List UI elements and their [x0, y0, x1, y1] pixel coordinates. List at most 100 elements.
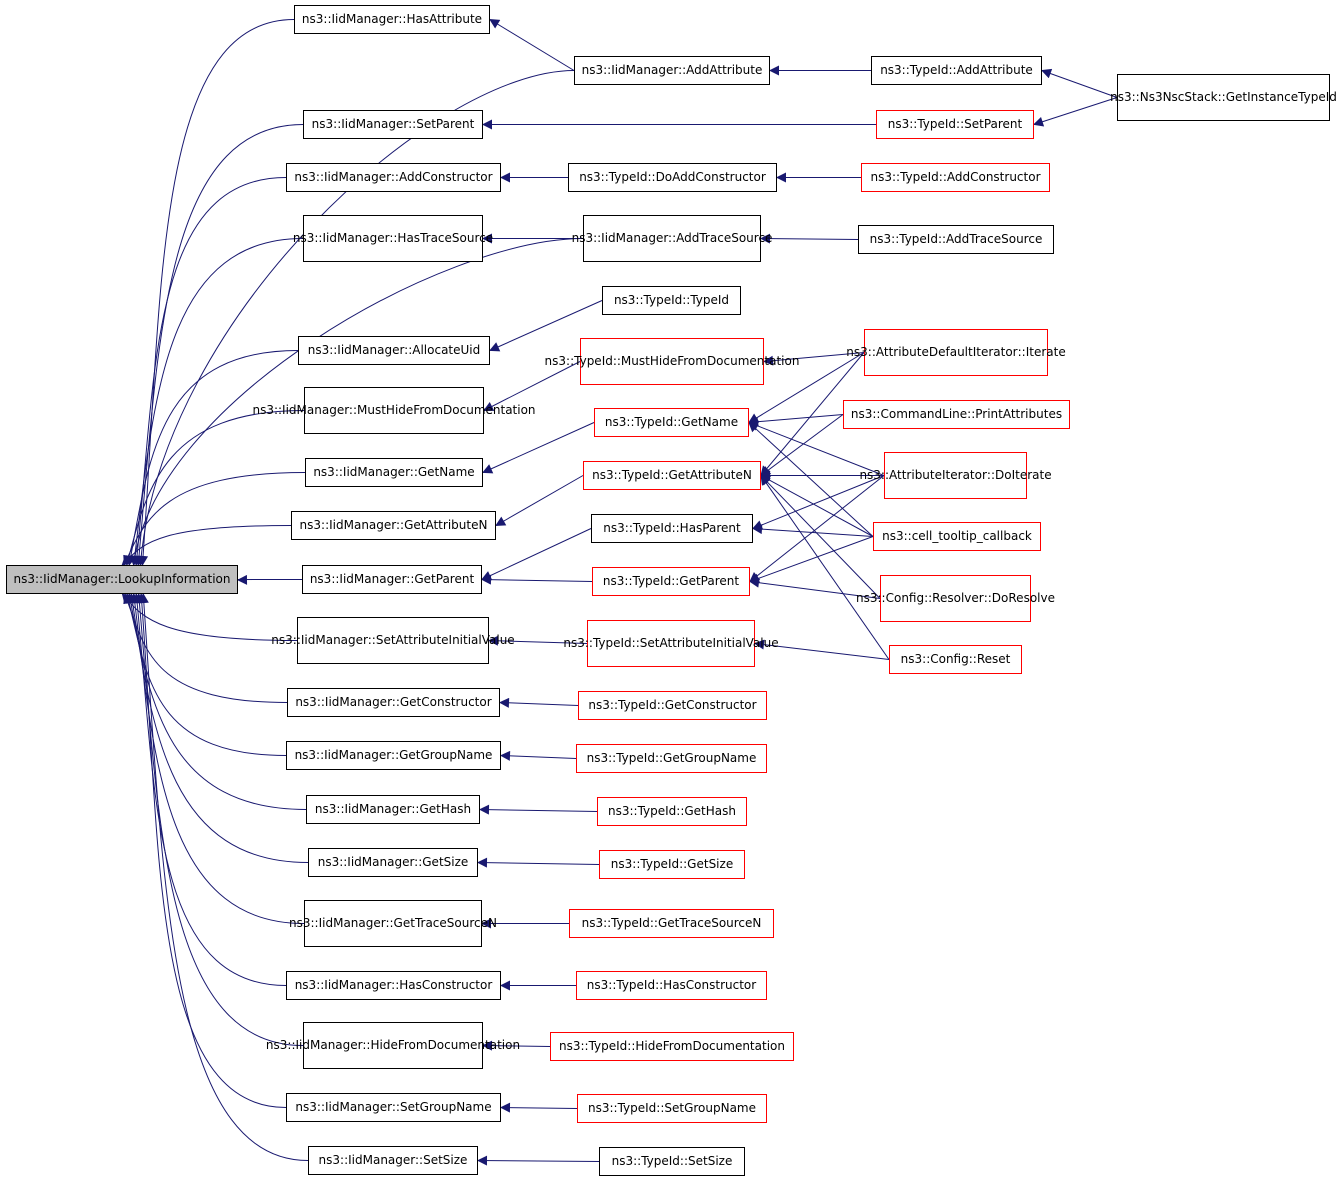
call-edge — [123, 472, 306, 566]
node-iid-add-attribute[interactable]: ns3::IidManager::AddAttribute — [574, 56, 770, 85]
node-iid-get-parent[interactable]: ns3::IidManager::GetParent — [302, 565, 482, 594]
node-typeid-get-constructor[interactable]: ns3::TypeId::GetConstructor — [578, 691, 767, 720]
call-edge — [495, 475, 584, 526]
call-edge — [760, 352, 865, 477]
call-edge — [129, 593, 305, 924]
node-typeid-set-parent[interactable]: ns3::TypeId::SetParent — [876, 110, 1034, 139]
node-typeid-get-hash[interactable]: ns3::TypeId::GetHash — [597, 797, 747, 826]
node-iid-get-hash[interactable]: ns3::IidManager::GetHash — [306, 795, 480, 824]
node-commandline-print-attributes[interactable]: ns3::CommandLine::PrintAttributes — [843, 400, 1070, 429]
call-edge — [752, 475, 885, 530]
call-edge — [749, 536, 874, 584]
call-edge — [136, 593, 287, 1108]
call-edge — [127, 593, 309, 863]
node-iid-has-attribute[interactable]: ns3::IidManager::HasAttribute — [294, 5, 490, 34]
call-edge — [500, 750, 577, 761]
call-edge — [748, 421, 885, 476]
call-edge — [760, 233, 859, 244]
call-edge — [481, 528, 592, 581]
node-cell-tooltip-callback[interactable]: ns3::cell_tooltip_callback — [873, 522, 1041, 551]
node-lookup-information: ns3::IidManager::LookupInformation — [6, 565, 238, 594]
node-iid-allocate-uid[interactable]: ns3::IidManager::AllocateUid — [298, 336, 490, 365]
node-typeid-hide-from-documentation[interactable]: ns3::TypeId::HideFromDocumentation — [550, 1032, 794, 1061]
node-typeid-get-attribute-n[interactable]: ns3::TypeId::GetAttributeN — [583, 461, 761, 490]
node-iid-has-constructor[interactable]: ns3::IidManager::HasConstructor — [286, 971, 501, 1000]
node-iid-get-size[interactable]: ns3::IidManager::GetSize — [308, 848, 478, 877]
call-edge — [132, 593, 287, 986]
call-edge — [138, 593, 309, 1161]
node-iid-get-name[interactable]: ns3::IidManager::GetName — [305, 458, 483, 487]
call-edge — [477, 1155, 600, 1166]
call-edge — [760, 474, 881, 599]
call-edge — [748, 414, 844, 427]
call-edge — [760, 414, 844, 477]
node-config-resolver-doresolve[interactable]: ns3::Config::Resolver::DoResolve — [856, 575, 1055, 622]
node-iid-get-group-name[interactable]: ns3::IidManager::GetGroupName — [286, 741, 501, 770]
call-edge — [488, 635, 588, 646]
node-typeid-get-name[interactable]: ns3::TypeId::GetName — [594, 408, 749, 437]
call-edge — [1033, 97, 1118, 127]
call-edge — [136, 70, 575, 566]
node-typeid-add-constructor[interactable]: ns3::TypeId::AddConstructor — [861, 163, 1050, 192]
call-edge — [125, 593, 307, 810]
call-edge — [1041, 68, 1118, 98]
call-edge — [489, 18, 575, 71]
node-iid-get-constructor[interactable]: ns3::IidManager::GetConstructor — [287, 688, 500, 717]
call-edge — [749, 577, 881, 599]
node-typeid-add-trace-source[interactable]: ns3::TypeId::AddTraceSource — [858, 225, 1054, 254]
call-edge — [134, 593, 304, 1046]
node-typeid-typeid[interactable]: ns3::TypeId::TypeId — [602, 286, 741, 315]
call-edge — [754, 639, 890, 660]
node-attribute-iterator-doiterate[interactable]: ns3::AttributeIterator::DoIterate — [859, 452, 1052, 499]
call-edge — [124, 410, 305, 566]
node-attribute-default-iterator-iterate[interactable]: ns3::AttributeDefaultIterator::Iterate — [846, 329, 1066, 376]
node-iid-set-parent[interactable]: ns3::IidManager::SetParent — [303, 110, 483, 139]
call-edge — [482, 1040, 551, 1051]
node-typeid-do-add-constructor[interactable]: ns3::TypeId::DoAddConstructor — [568, 163, 777, 192]
call-edge — [760, 475, 874, 537]
call-edge — [481, 574, 593, 585]
call-edge — [138, 19, 295, 566]
call-edge — [749, 475, 885, 583]
call-edge — [748, 421, 874, 537]
node-iid-get-attribute-n[interactable]: ns3::IidManager::GetAttributeN — [291, 511, 496, 540]
node-config-reset[interactable]: ns3::Config::Reset — [889, 645, 1022, 674]
node-typeid-get-trace-source-n[interactable]: ns3::TypeId::GetTraceSourceN — [569, 909, 774, 938]
node-typeid-get-group-name[interactable]: ns3::TypeId::GetGroupName — [576, 744, 767, 773]
node-typeid-add-attribute[interactable]: ns3::TypeId::AddAttribute — [871, 56, 1042, 85]
node-typeid-has-parent[interactable]: ns3::TypeId::HasParent — [591, 514, 753, 543]
node-typeid-set-group-name[interactable]: ns3::TypeId::SetGroupName — [577, 1094, 767, 1123]
call-edge — [499, 697, 579, 708]
call-edge — [760, 474, 890, 660]
node-typeid-get-size[interactable]: ns3::TypeId::GetSize — [599, 850, 745, 879]
call-edge — [479, 804, 598, 815]
call-edge — [477, 857, 600, 868]
call-edge — [124, 593, 287, 756]
call-edge — [763, 352, 865, 366]
call-edge — [489, 300, 603, 352]
node-iid-set-group-name[interactable]: ns3::IidManager::SetGroupName — [286, 1093, 501, 1122]
call-edge — [748, 352, 865, 424]
node-typeid-get-parent[interactable]: ns3::TypeId::GetParent — [592, 567, 750, 596]
node-iid-add-constructor[interactable]: ns3::IidManager::AddConstructor — [286, 163, 501, 192]
call-edge — [121, 525, 292, 566]
call-edge — [500, 1102, 578, 1113]
node-typeid-set-size[interactable]: ns3::TypeId::SetSize — [599, 1147, 745, 1176]
call-edge — [483, 361, 581, 411]
call-edge — [482, 422, 595, 474]
call-edge — [125, 350, 299, 566]
call-edge — [134, 124, 304, 566]
node-iid-set-size[interactable]: ns3::IidManager::SetSize — [308, 1146, 478, 1175]
call-edge — [752, 524, 874, 537]
node-typeid-has-constructor[interactable]: ns3::TypeId::HasConstructor — [576, 971, 767, 1000]
